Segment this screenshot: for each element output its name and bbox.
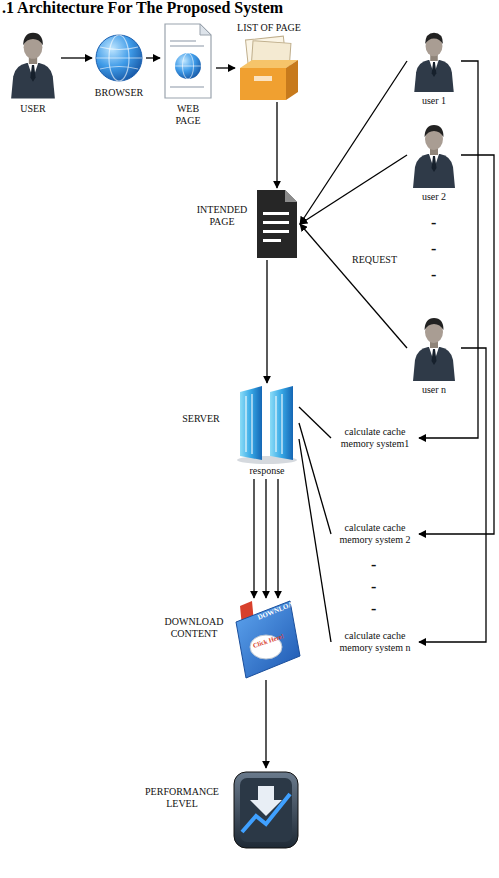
connector: [299, 423, 331, 534]
icon-node: SERVERresponse: [236, 385, 298, 477]
node-label: BROWSER: [84, 87, 154, 99]
connector: [266, 260, 267, 383]
ellipsis-dash: -: [371, 600, 376, 618]
node-label: USER: [1, 103, 65, 115]
connector: [216, 67, 235, 68]
node-label: user n: [408, 384, 460, 396]
ellipsis-dash: -: [431, 240, 436, 258]
node-label: INTENDED PAGE: [193, 204, 251, 228]
icon-node: user 2: [410, 122, 458, 188]
diagram-title: .1 Architecture For The Proposed System: [2, 0, 283, 17]
connector: [419, 61, 478, 438]
ellipsis-dash: -: [431, 214, 436, 232]
server-icon: [237, 386, 297, 464]
user-icon: [413, 318, 455, 381]
performance-icon: [234, 772, 298, 848]
node-label: PERFORMANCE LEVEL: [138, 786, 226, 810]
user-icon: [414, 33, 453, 92]
node-label: SERVER: [172, 413, 230, 425]
ellipsis-dash: -: [371, 556, 376, 574]
connector: [276, 102, 277, 188]
node-label: DOWNLOAD CONTENT: [162, 616, 226, 640]
node-text: calculate cache memory system1: [333, 424, 417, 452]
connector: [277, 479, 278, 598]
icon-node: PERFORMANCE LEVEL: [232, 770, 300, 850]
connector: [265, 680, 266, 768]
webpage-icon: [165, 24, 211, 98]
connector: [146, 57, 160, 58]
node-label: user 2: [408, 191, 460, 203]
connector: [253, 479, 254, 598]
ellipsis-dash: -: [431, 266, 436, 284]
document-icon: [257, 190, 297, 258]
connector: [300, 61, 407, 224]
icon-node: user 1: [410, 30, 458, 92]
connector: [61, 57, 92, 58]
icon-node: BROWSER: [95, 32, 143, 84]
globe-icon: [96, 35, 142, 81]
node-label: WEB PAGE: [166, 103, 210, 127]
node-label: user 1: [408, 95, 460, 107]
icon-node: user n: [410, 315, 458, 381]
connector: [300, 224, 407, 348]
connector: [300, 155, 407, 224]
connector: [299, 407, 331, 438]
ellipsis-dash: -: [371, 578, 376, 596]
connector: [265, 479, 266, 598]
file-box-icon: [240, 36, 298, 100]
node-label: LIST OF PAGE: [227, 22, 311, 34]
user-icon: [413, 125, 455, 188]
connector: [299, 439, 331, 642]
flow-label: REQUEST: [352, 254, 397, 265]
text-node: calculate cache memory system 2: [333, 520, 417, 548]
icon-node: USER: [8, 28, 58, 100]
text-node: calculate cache memory system n: [333, 628, 417, 656]
node-text: calculate cache memory system n: [333, 628, 417, 656]
icon-node: INTENDED PAGE: [257, 190, 297, 258]
node-label: response: [236, 465, 298, 477]
connector: [419, 155, 494, 534]
user-icon: [11, 33, 55, 99]
icon-node: LIST OF PAGE: [238, 36, 300, 100]
text-node: calculate cache memory system1: [333, 424, 417, 452]
icon-node: WEB PAGE: [163, 22, 213, 100]
node-text: calculate cache memory system 2: [333, 520, 417, 548]
